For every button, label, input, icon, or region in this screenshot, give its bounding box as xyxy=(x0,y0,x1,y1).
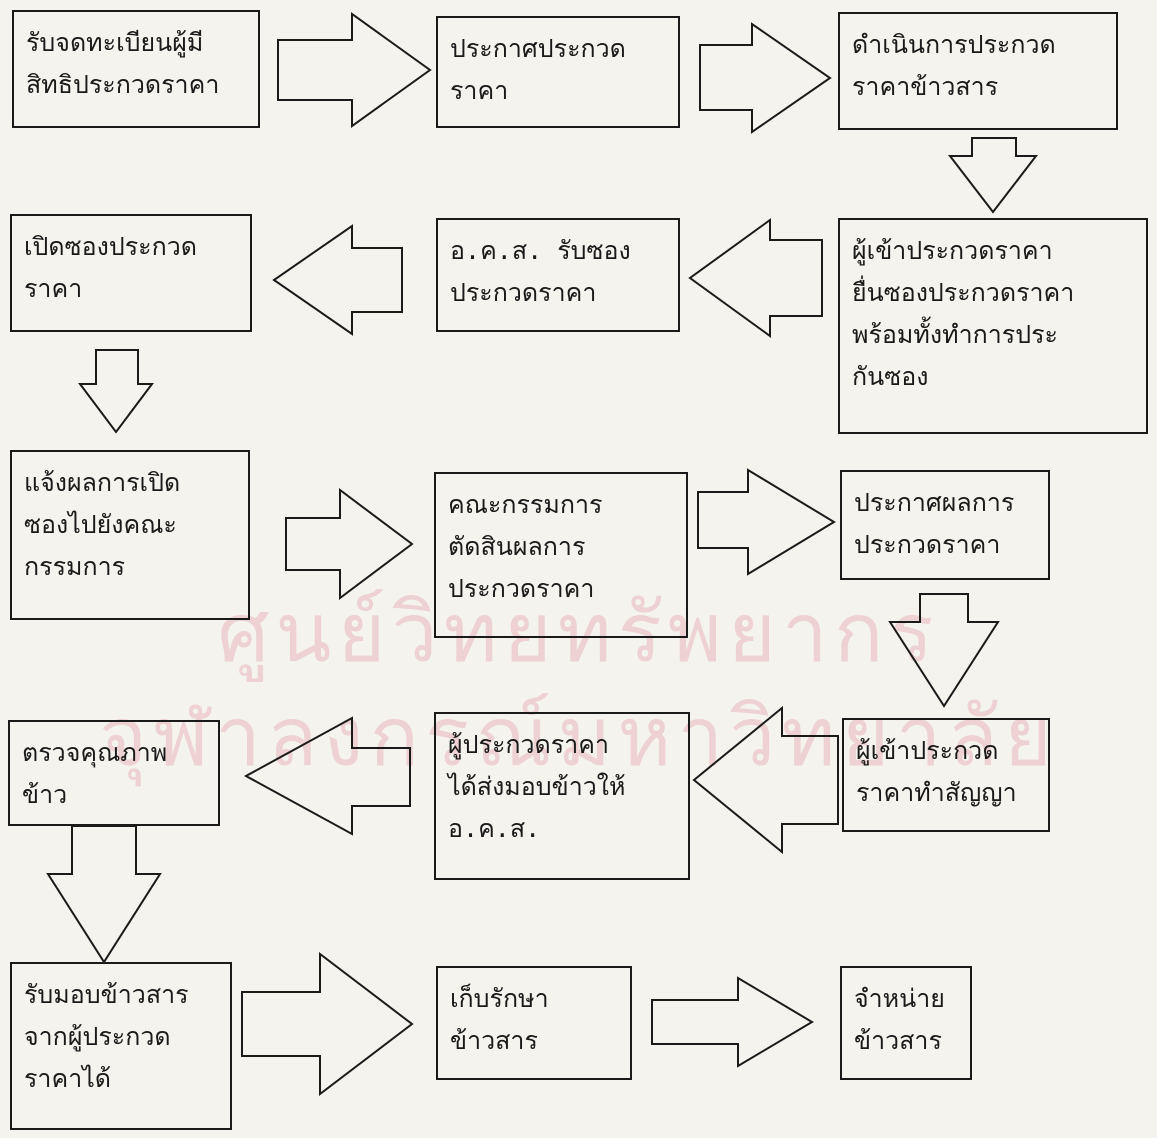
box-receive-rice: รับมอบข้าวสาร จากผู้ประกวด ราคาได้ xyxy=(10,962,232,1130)
arrow-right-icon xyxy=(241,951,414,1097)
arrow-left-icon xyxy=(692,705,839,855)
arrow-left-icon xyxy=(272,224,403,336)
box-open-envelopes: เปิดซองประกวด ราคา xyxy=(10,214,252,332)
box-conduct-bidding: ดำเนินการประกวด ราคาข้าวสาร xyxy=(838,12,1118,130)
box-store-rice: เก็บรักษา ข้าวสาร xyxy=(436,966,632,1080)
arrow-left-icon xyxy=(688,218,823,338)
arrow-down-icon xyxy=(78,349,154,434)
box-winner-deliver-rice: ผู้ประกวดราคา ได้ส่งมอบข้าวให้ อ.ค.ส. xyxy=(434,712,690,880)
box-notify-committee: แจ้งผลการเปิด ซองไปยังคณะ กรรมการ xyxy=(10,450,250,620)
arrow-right-icon xyxy=(697,468,836,576)
arrow-right-icon xyxy=(699,22,832,134)
arrow-right-icon xyxy=(285,488,414,600)
box-announce-result: ประกาศผลการ ประกวดราคา xyxy=(840,470,1050,580)
box-bidders-submit-envelopes: ผู้เข้าประกวดราคา ยื่นซองประกวดราคา พร้อ… xyxy=(838,218,1148,434)
box-inspect-rice: ตรวจคุณภาพ ข้าว xyxy=(8,720,220,826)
arrow-down-icon xyxy=(888,593,1000,708)
arrow-right-icon xyxy=(277,12,432,128)
arrow-down-icon xyxy=(947,137,1039,214)
box-announce-bidding: ประกาศประกวด ราคา xyxy=(436,16,680,128)
arrow-down-icon xyxy=(46,825,162,964)
arrow-left-icon xyxy=(243,716,411,836)
box-make-contract: ผู้เข้าประกวด ราคาทำสัญญา xyxy=(842,718,1050,832)
arrow-right-icon xyxy=(651,976,814,1068)
box-distribute-rice: จำหน่าย ข้าวสาร xyxy=(840,966,972,1080)
box-committee-decide: คณะกรรมการ ตัดสินผลการ ประกวดราคา xyxy=(434,472,688,638)
box-okos-receive-envelopes: อ.ค.ส. รับซอง ประกวดราคา xyxy=(436,218,680,332)
box-register-bidders: รับจดทะเบียนผู้มี สิทธิประกวดราคา xyxy=(12,10,260,128)
